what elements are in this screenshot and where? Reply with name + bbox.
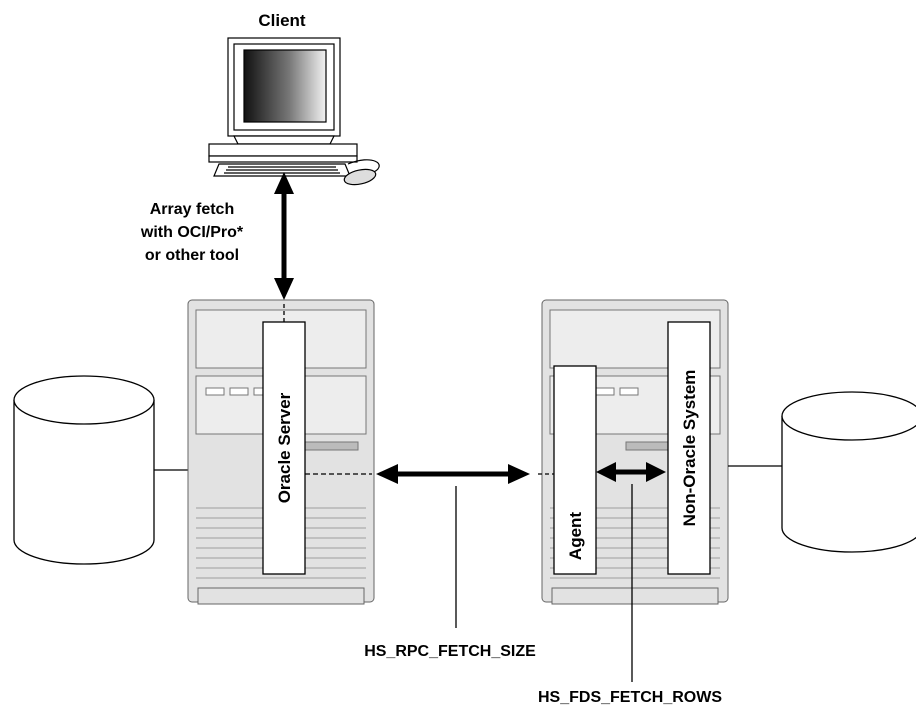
agent-box (553, 365, 597, 575)
array-fetch-line-3: or other tool (145, 247, 239, 264)
fds-fetch-arrow (596, 462, 666, 482)
client-label: Client (258, 11, 306, 30)
agent-label: Agent (566, 512, 585, 561)
rpc-fetch-size-label: HS_RPC_FETCH_SIZE (364, 643, 536, 660)
client-server-arrow (274, 172, 294, 300)
non-oracle-system-box (667, 321, 711, 575)
non-oracle-system-label: Non-Oracle System (680, 370, 699, 527)
oracle-server-box (262, 321, 306, 575)
rpc-fetch-arrow (376, 464, 530, 484)
array-fetch-line-2: with OCI/Pro* (140, 224, 244, 241)
fds-fetch-rows-label: HS_FDS_FETCH_ROWS (538, 689, 722, 706)
oracle-server-label: Oracle Server (275, 392, 294, 503)
database-icon (13, 375, 155, 565)
client-computer-icon (208, 37, 380, 186)
array-fetch-line-1: Array fetch (150, 201, 234, 218)
database-icon (781, 391, 916, 553)
